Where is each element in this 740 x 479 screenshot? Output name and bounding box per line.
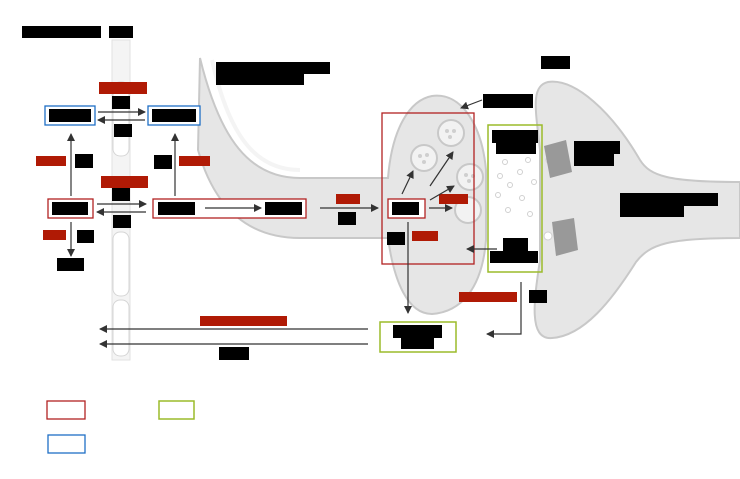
receptors	[544, 140, 578, 256]
legend-swatch-red	[46, 400, 86, 420]
legend-swatch-green	[158, 400, 195, 420]
arrows	[67, 99, 522, 348]
bottom-green-box	[379, 321, 457, 353]
legend-swatch-blue	[47, 434, 86, 454]
legend	[46, 400, 195, 454]
presynaptic-neuron	[196, 57, 487, 316]
presynaptic-terminal-box	[381, 112, 475, 265]
redacted-red-labels	[36, 82, 517, 326]
synaptic-cleft-box	[487, 124, 543, 273]
redacted-black-labels	[22, 26, 718, 360]
